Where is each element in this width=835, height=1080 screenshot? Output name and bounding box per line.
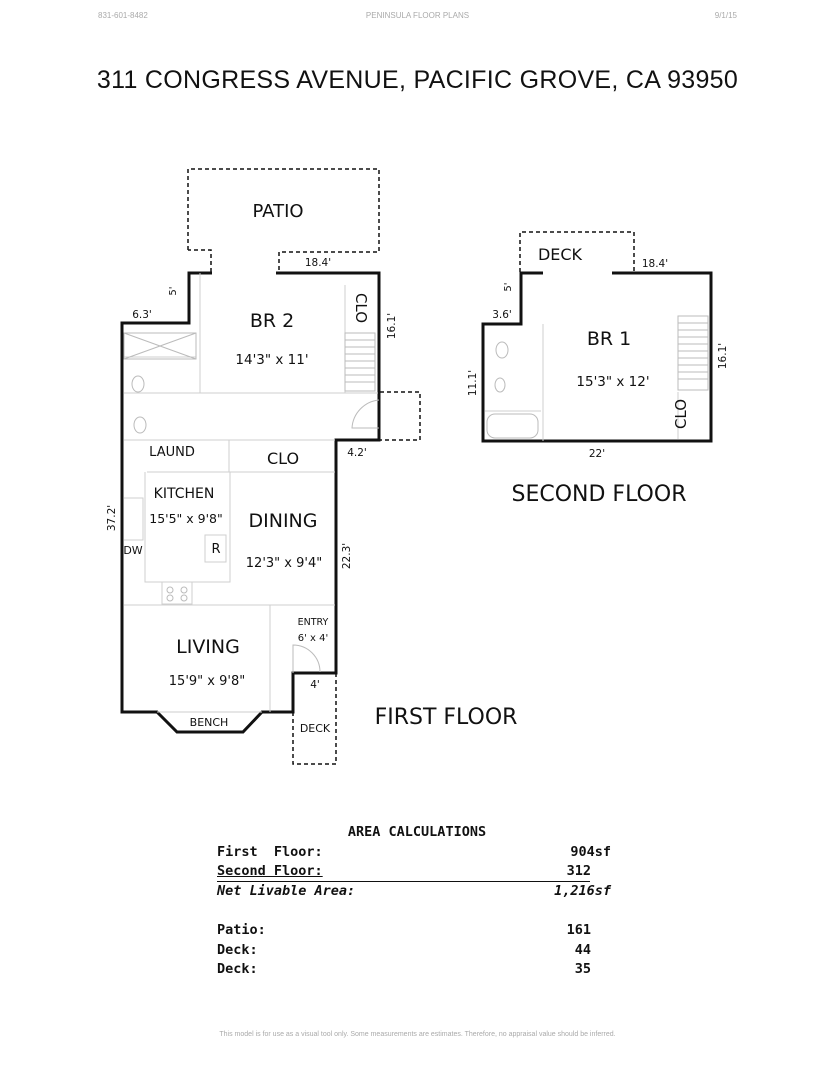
area-row: Deck: 44 — [217, 941, 617, 961]
side-door-swing-icon — [351, 399, 380, 429]
area-calculations: AREA CALCULATIONS First Floor: 904sf Sec… — [217, 823, 617, 980]
dim2-bath-width: 3.6' — [492, 309, 512, 321]
area-row: First Floor: 904sf — [217, 843, 617, 863]
second-interior-lines — [485, 324, 679, 441]
area-row-value: 161 — [566, 921, 591, 938]
area-row-label: Patio: — [217, 921, 266, 938]
dishwasher-label: DW — [123, 544, 142, 557]
second-toilet-icon — [486, 341, 539, 439]
living-label: LIVING — [176, 636, 240, 658]
dim-patio-depth: 5' — [168, 286, 179, 295]
area-row: Deck: 35 — [217, 960, 617, 980]
second-floor-label: SECOND FLOOR — [512, 482, 687, 507]
entry-label: ENTRY — [298, 617, 329, 628]
dim-left: 37.2' — [106, 505, 118, 531]
dining-dims: 12'3" x 9'4" — [246, 556, 322, 571]
patio-label: PATIO — [252, 201, 303, 222]
area-row: Second Floor: 312 — [217, 862, 617, 883]
closet-label: CLO — [267, 449, 299, 468]
toilet-icon — [131, 375, 147, 434]
dim-step: 4.2' — [347, 447, 367, 459]
page-title: 311 CONGRESS AVENUE, PACIFIC GROVE, CA 9… — [96, 66, 739, 94]
area-row-label: First Floor: — [217, 843, 323, 860]
header-company: PENINSULA FLOOR PLANS — [365, 11, 470, 20]
area-heading-row: AREA CALCULATIONS — [217, 823, 617, 843]
stoop-outline — [380, 391, 421, 441]
entry-dims: 6' x 4' — [298, 633, 329, 644]
first-floor-label: FIRST FLOOR — [375, 705, 518, 730]
dim2-left: 11.1' — [467, 370, 479, 396]
second-deck-label: DECK — [538, 245, 583, 264]
br2-label: BR 2 — [250, 310, 294, 332]
br1-label: BR 1 — [587, 328, 631, 350]
area-row-value: 1,216sf — [554, 882, 611, 899]
floor-plans: PATIO BR 2 14'3" x 11' CLO LAUND CLO KIT… — [106, 168, 729, 765]
br2-dims: 14'3" x 11' — [235, 352, 308, 368]
disclaimer-footer: This model is for use as a visual tool o… — [219, 1031, 616, 1038]
stove-icon — [166, 586, 188, 602]
dim2-top: 18.4' — [642, 258, 668, 270]
dim-right-upper: 16.1' — [386, 313, 398, 339]
area-heading: AREA CALCULATIONS — [347, 824, 487, 840]
area-row-label: Net Livable Area: — [217, 882, 356, 899]
shower-icon — [123, 332, 197, 360]
stairs-icon — [344, 332, 376, 392]
dim-top: 18.4' — [305, 257, 331, 269]
area-row-label: Second Floor: — [217, 863, 323, 880]
living-dims: 15'9" x 9'8" — [169, 674, 245, 689]
area-row-value: 44 — [574, 941, 591, 958]
dim-bath-width: 6.3' — [132, 309, 152, 321]
refrigerator-label: R — [211, 542, 220, 557]
first-floor-walls — [120, 271, 381, 734]
laundry-label: LAUND — [149, 445, 195, 460]
area-divider — [217, 881, 590, 883]
area-row-label: Deck: — [217, 941, 258, 958]
second-floor-plan: DECK BR 1 15'3" x 12' CLO 18.4' 5' 3.6' … — [467, 231, 729, 507]
second-closet-label: CLO — [672, 399, 690, 429]
kitchen-dims: 15'5" x 9'8" — [149, 511, 222, 526]
area-row-value: 35 — [574, 961, 591, 978]
patio-outline — [187, 168, 380, 272]
header-phone: 831-601-8482 — [98, 11, 148, 20]
br1-dims: 15'3" x 12' — [576, 374, 649, 390]
area-row-value: 904sf — [570, 843, 611, 860]
area-row: Net Livable Area: 1,216sf — [217, 882, 617, 902]
first-floor-plan: PATIO BR 2 14'3" x 11' CLO LAUND CLO KIT… — [106, 168, 518, 765]
second-stairs-icon — [677, 315, 709, 391]
deck-label: DECK — [300, 722, 331, 735]
bench-label: BENCH — [190, 716, 229, 729]
area-row-value: 312 — [566, 863, 591, 880]
br2-closet-label: CLO — [352, 293, 370, 323]
dim2-deck-depth: 5' — [503, 282, 514, 291]
area-spacer — [217, 901, 617, 921]
entry-deck-outline — [292, 673, 337, 765]
second-floor-walls — [481, 271, 713, 443]
dim2-bottom: 22' — [589, 448, 605, 460]
dining-label: DINING — [249, 510, 318, 532]
dim-right-lower: 22.3' — [341, 543, 353, 569]
dim2-right: 16.1' — [717, 343, 729, 369]
area-row: Patio: 161 — [217, 921, 617, 941]
area-row-label: Deck: — [217, 961, 258, 978]
dim-entry-width: 4' — [310, 679, 320, 691]
kitchen-label: KITCHEN — [154, 486, 215, 502]
entry-door-swing-icon — [292, 644, 321, 673]
header-date: 9/1/15 — [714, 11, 737, 20]
